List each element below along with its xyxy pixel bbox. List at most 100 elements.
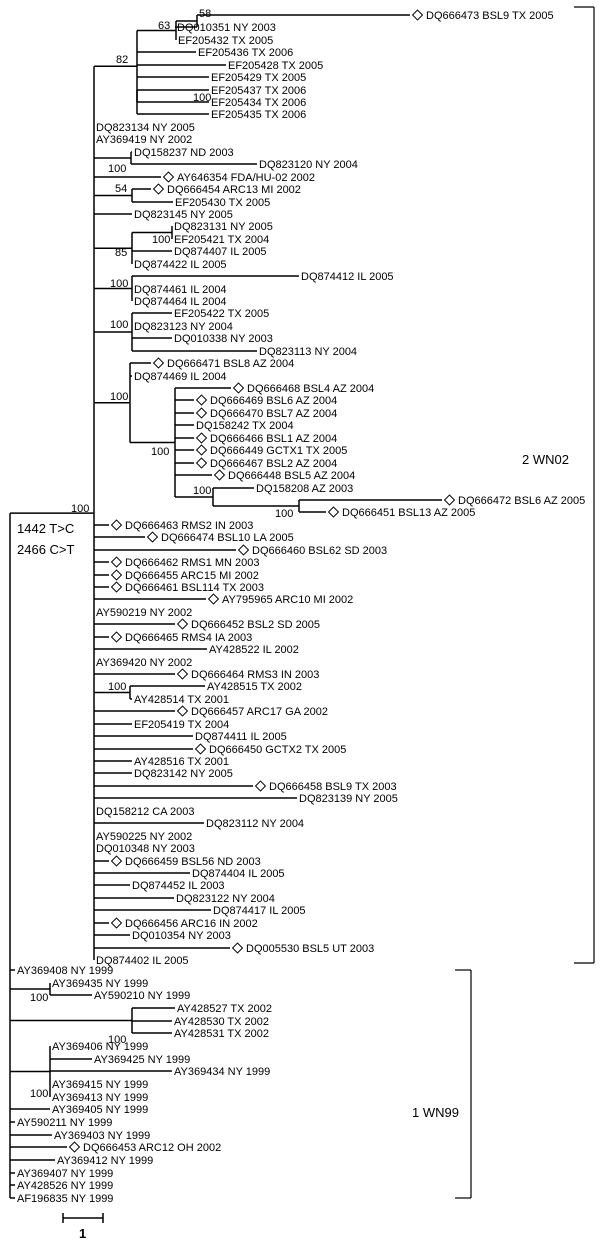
taxon-label: AY428516 TX 2001 [134, 756, 229, 768]
diamond-marker-icon [207, 593, 220, 605]
taxon-label: EF205430 TX 2005 [175, 197, 270, 209]
taxon-label: AY369406 NY 1999 [52, 1041, 148, 1053]
taxon-label: DQ666459 BSL56 ND 2003 [125, 856, 261, 868]
diamond-marker-icon [195, 394, 208, 406]
taxon-label: AY428527 TX 2002 [177, 1003, 272, 1015]
bootstrap-label: 100 [151, 446, 169, 458]
taxon-label: DQ010354 NY 2003 [132, 930, 231, 942]
taxon-label: EF205428 TX 2005 [228, 60, 323, 72]
taxon-label: EF205434 TX 2006 [211, 97, 306, 109]
taxon-label: DQ666457 ARC17 GA 2002 [191, 706, 328, 718]
taxon-label: AY369435 NY 1999 [52, 978, 148, 990]
bootstrap-values: 100 82 63 58 100 100 54 100 85 100 100 1… [30, 8, 293, 1100]
taxon-label: AY590210 NY 1999 [94, 990, 190, 1002]
taxon-label: AY369403 NY 1999 [54, 1130, 150, 1142]
taxon-label: EF205436 TX 2006 [198, 47, 293, 59]
taxon-label: DQ666455 ARC15 MI 2002 [125, 570, 259, 582]
bootstrap-label: 100 [110, 278, 128, 290]
bootstrap-label: 100 [152, 234, 170, 246]
taxon-label: DQ666470 BSL7 AZ 2004 [210, 408, 337, 420]
diamond-marker-icon [194, 743, 207, 755]
bootstrap-label: 58 [199, 8, 211, 20]
mutation-annotation: 1442 T>C 2466 C>T [17, 521, 75, 557]
taxon-label: DQ158212 CA 2003 [96, 806, 194, 818]
taxon-label: DQ823134 NY 2005 [96, 122, 195, 134]
taxon-label: DQ666467 BSL2 AZ 2004 [210, 458, 337, 470]
taxon-label: DQ874407 IL 2005 [174, 246, 267, 258]
diamond-marker-icon [110, 631, 123, 643]
diamond-marker-icon [176, 618, 189, 630]
bootstrap-label: 100 [110, 391, 128, 403]
taxon-label: EF205421 TX 2004 [174, 234, 269, 246]
taxon-label: AY428531 TX 2002 [174, 1028, 269, 1040]
diamond-marker-icon [146, 531, 159, 543]
taxon-label: DQ666462 RMS1 MN 2003 [125, 557, 260, 569]
taxon-label: AY369415 NY 1999 [52, 1079, 148, 1091]
tree-branches [9, 14, 442, 1199]
diamond-marker-icon [232, 382, 245, 394]
bootstrap-label: 85 [115, 247, 127, 259]
taxon-label: AY369420 NY 2002 [96, 657, 192, 669]
bootstrap-label: 100 [108, 163, 126, 175]
taxon-label: AY369419 NY 2002 [96, 134, 192, 146]
bootstrap-label: 54 [115, 183, 127, 195]
taxon-label: DQ666472 BSL6 AZ 2005 [458, 495, 585, 507]
scale-bar: 1 [62, 1213, 104, 1241]
taxon-label: DQ010338 NY 2003 [174, 333, 273, 345]
diamond-marker-icon [110, 917, 123, 929]
taxon-label: AF196835 NY 1999 [17, 1193, 113, 1205]
taxon-label: AY369408 NY 1999 [17, 965, 113, 977]
taxon-label: DQ666473 BSL9 TX 2005 [426, 10, 554, 22]
taxon-label: AY369407 NY 1999 [17, 1168, 113, 1180]
diamond-marker-icon [162, 171, 175, 183]
diamond-marker-icon [110, 556, 123, 568]
taxon-label: DQ666465 RMS4 IA 2003 [125, 632, 252, 644]
taxon-label: DQ666453 ARC12 OH 2002 [83, 1142, 221, 1154]
bootstrap-label: 82 [116, 54, 128, 66]
taxon-label: DQ823142 NY 2005 [134, 768, 233, 780]
taxon-label: DQ823139 NY 2005 [299, 793, 398, 805]
taxon-label: DQ874461 IL 2004 [134, 284, 227, 296]
taxon-label: DQ874469 IL 2004 [134, 371, 227, 383]
taxon-label: DQ158208 AZ 2003 [256, 483, 353, 495]
taxon-label: DQ666463 RMS2 IN 2003 [125, 520, 253, 532]
taxon-label: AY369413 NY 1999 [52, 1092, 148, 1104]
taxon-label: DQ005530 BSL5 UT 2003 [246, 943, 374, 955]
taxon-label: EF205419 TX 2004 [134, 719, 229, 731]
taxon-label: DQ666464 RMS3 IN 2003 [191, 669, 319, 681]
mutation-label: 1442 T>C [17, 521, 74, 536]
taxon-label: AY795965 ARC10 MI 2002 [222, 594, 353, 606]
diamond-marker-icon [176, 668, 189, 680]
taxon-label: EF205432 TX 2005 [178, 35, 273, 47]
taxon-label: DQ666468 BSL4 AZ 2004 [247, 383, 374, 395]
taxon-label: DQ666452 BSL2 SD 2005 [191, 619, 320, 631]
bootstrap-label: 100 [30, 1088, 48, 1100]
taxon-label: DQ666466 BSL1 AZ 2004 [210, 433, 337, 445]
diamond-marker-icon [152, 183, 165, 195]
taxon-label: AY428515 TX 2002 [207, 681, 302, 693]
diamond-marker-icon [195, 457, 208, 469]
diamond-marker-icon [213, 469, 226, 481]
taxon-label: DQ823123 NY 2004 [134, 321, 233, 333]
bootstrap-label: 100 [108, 681, 126, 693]
taxon-label: DQ823113 NY 2004 [259, 346, 357, 358]
diamond-marker-icon [110, 569, 123, 581]
taxon-label: DQ010351 NY 2003 [177, 22, 276, 34]
taxon-label: DQ666454 ARC13 MI 2002 [167, 184, 301, 196]
diamond-marker-icon [237, 544, 250, 556]
taxon-label: DQ823120 NY 2004 [259, 159, 358, 171]
diamond-marker-icon [195, 444, 208, 456]
taxon-label: DQ823145 NY 2005 [134, 209, 233, 221]
taxon-label: DQ666450 GCTX2 TX 2005 [209, 744, 346, 756]
taxon-label: DQ010348 NY 2003 [96, 843, 195, 855]
taxon-label: AY590219 NY 2002 [96, 607, 192, 619]
taxon-label: EF205422 TX 2005 [174, 308, 269, 320]
taxon-label: EF205435 TX 2006 [211, 109, 306, 121]
diamond-marker-icon [327, 506, 340, 518]
taxon-label: DQ666471 BSL8 AZ 2004 [167, 358, 294, 370]
diamond-marker-icon [176, 705, 189, 717]
taxon-label: DQ823122 NY 2004 [176, 893, 275, 905]
bootstrap-label: 100 [275, 508, 293, 520]
